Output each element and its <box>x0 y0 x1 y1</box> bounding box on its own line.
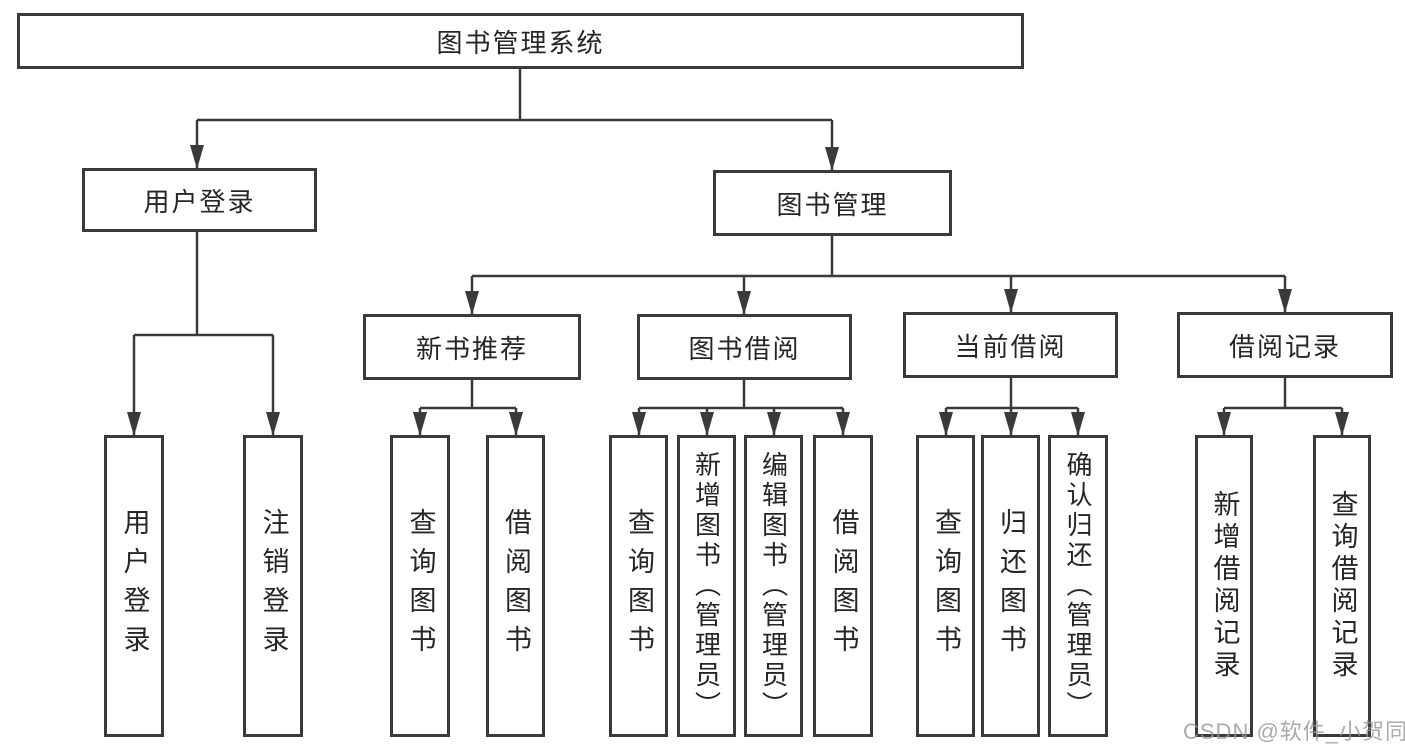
node-leaf-query-borrow-record: 查询借阅记录 <box>1313 435 1371 737</box>
connector-root-to-level2 <box>190 69 839 171</box>
trunk-user-login <box>134 232 273 337</box>
trunk-root <box>197 69 832 122</box>
connector-borrow-records-to-leaves <box>1217 378 1349 436</box>
node-leaf-user-login: 用户登录 <box>104 435 164 737</box>
node-leaf-borrow-books-1: 借阅图书 <box>486 435 545 737</box>
trunk-current-borrow <box>946 378 1078 410</box>
node-leaf-query-books-2: 查询图书 <box>609 435 668 737</box>
node-leaf-confirm-return-admin: 确认归还（管理员） <box>1048 435 1108 737</box>
node-book-borrow: 图书借阅 <box>637 314 852 380</box>
node-leaf-add-borrow-record: 新增借阅记录 <box>1195 435 1253 737</box>
node-leaf-add-books-admin: 新增图书（管理员） <box>677 435 736 737</box>
node-leaf-logout: 注销登录 <box>243 435 303 737</box>
connector-book-management-to-level3 <box>465 236 1292 315</box>
node-leaf-query-books-3: 查询图书 <box>916 435 975 737</box>
trunk-borrow-records <box>1224 378 1342 410</box>
node-leaf-edit-books-admin: 编辑图书（管理员） <box>744 435 803 737</box>
node-new-book-recommend: 新书推荐 <box>363 314 581 380</box>
trunk-new-book-recommend <box>420 380 516 410</box>
node-leaf-query-books-1: 查询图书 <box>390 435 450 737</box>
csdn-watermark: CSDN @软件_小贺同学 <box>1183 719 1405 744</box>
trunk-book-borrow <box>639 380 843 410</box>
node-leaf-borrow-books-2: 借阅图书 <box>813 435 873 737</box>
node-user-login: 用户登录 <box>82 168 317 232</box>
trunk-book-management <box>472 236 1285 278</box>
node-library-management-system: 图书管理系统 <box>17 13 1024 69</box>
connector-new-book-recommend-to-leaves <box>413 380 523 436</box>
connector-current-borrow-to-leaves <box>939 378 1085 436</box>
node-current-borrow: 当前借阅 <box>903 312 1118 378</box>
connector-user-login-to-leaves <box>127 232 280 436</box>
node-book-management: 图书管理 <box>713 170 952 236</box>
connector-book-borrow-to-leaves <box>632 380 850 436</box>
node-borrow-records: 借阅记录 <box>1177 312 1393 378</box>
node-leaf-return-books: 归还图书 <box>981 435 1040 737</box>
